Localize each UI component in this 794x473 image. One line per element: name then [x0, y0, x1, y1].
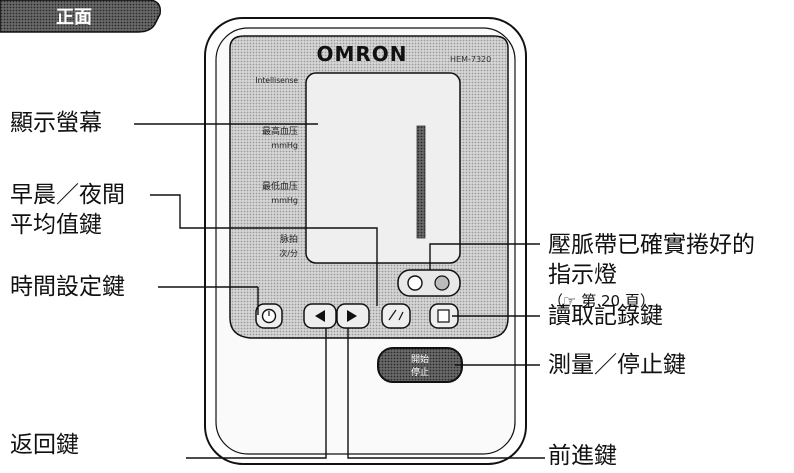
display-label-line2: mmHg: [271, 141, 298, 150]
start-stop-button[interactable]: 開始 停止: [377, 347, 463, 383]
cuff-ok-icon: [407, 275, 423, 291]
display-screen-label: 顯示螢幕: [10, 110, 102, 136]
memory-button[interactable]: [429, 303, 459, 329]
start-stop-key-label: 測量／停止鍵: [548, 352, 686, 378]
back-key-leader: [186, 328, 327, 459]
display-label-line2: mmHg: [271, 196, 298, 205]
cuff-indicator-label-line1: 壓脈帶已確實捲好的: [548, 232, 755, 258]
forward-key-label: 前進鍵: [548, 443, 617, 469]
model-number: HEM-7320: [450, 55, 491, 64]
brand-logo: OMRON: [316, 42, 407, 66]
morning-evening-average-button[interactable]: [381, 303, 411, 329]
memory-key-label: 讀取記錄鍵: [548, 303, 663, 329]
display-label-line1: 最高血压: [262, 125, 298, 137]
back-key-label: 返回鍵: [10, 432, 79, 458]
cuff-light-leader: [429, 243, 540, 270]
cuff-wrap-indicator: [397, 269, 461, 297]
cuff-loose-icon: [434, 275, 450, 291]
display-labels: Intellisense 最高血压 mmHg 最低血压 mmHg 脉拍 次/分: [255, 76, 298, 258]
cuff-indicator-label-line2: 指示燈: [548, 262, 617, 288]
cuff-indicator-label: 壓脈帶已確實捲好的 指示燈 （☞ 第 20 頁）: [548, 230, 755, 312]
display-label-line1: 脉拍: [280, 233, 298, 245]
triangle-left-icon: [315, 310, 325, 322]
back-button[interactable]: [303, 303, 337, 329]
forward-key-leader: [347, 328, 545, 459]
triangle-right-icon: [347, 310, 357, 322]
lcd-screen: [305, 72, 461, 264]
average-key-label: 早晨／夜間 平均值鍵: [10, 180, 125, 240]
average-key-label-line1: 早晨／夜間: [10, 182, 125, 208]
start-label: 開始: [411, 353, 429, 365]
time-set-button[interactable]: [255, 303, 283, 329]
stop-label: 停止: [411, 366, 429, 378]
front-view-badge: 正面: [0, 0, 161, 33]
leader-lines: [134, 123, 545, 459]
badge-label: 正面: [56, 7, 92, 28]
display-label-line1: 最低血压: [262, 180, 298, 192]
memory-icon: [437, 309, 450, 323]
cuff-level-bar: [416, 125, 426, 239]
time-set-key-label: 時間設定鍵: [10, 274, 125, 300]
display-label-line1: Intellisense: [255, 76, 298, 85]
avg-key-leader: [150, 194, 378, 306]
forward-button[interactable]: [336, 303, 370, 329]
sun-moon-icon: [388, 309, 404, 321]
average-key-label-line2: 平均值鍵: [10, 212, 102, 238]
display-label-line2: 次/分: [279, 248, 298, 258]
page-reference: （☞ 第 20 頁）: [548, 292, 655, 310]
